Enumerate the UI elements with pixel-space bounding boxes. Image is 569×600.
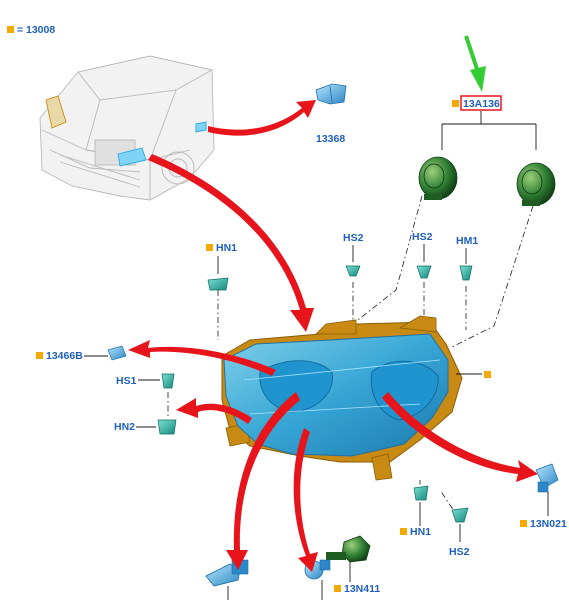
fastener-hs2-a: HS2 xyxy=(343,232,364,277)
callout-13N021: 13N021 xyxy=(520,463,567,530)
label-hs1: HS1 xyxy=(116,375,137,387)
bulb-holder-left xyxy=(418,156,458,200)
legend-marker xyxy=(7,26,14,33)
fastener-hn1-top: HN1 xyxy=(206,242,237,291)
legend-value: 13008 xyxy=(26,24,55,36)
label-hs2-b: HS2 xyxy=(412,231,433,243)
headlamp-assembly xyxy=(221,315,491,481)
housing-tab-bottom xyxy=(371,453,393,481)
label-hn1-bottom: HN1 xyxy=(410,526,431,538)
bulb-lower-left xyxy=(205,559,249,600)
marker-housing xyxy=(484,371,491,378)
housing-tab-top-left xyxy=(315,319,357,335)
label-hs2-bottom: HS2 xyxy=(449,546,470,558)
marker-13N411 xyxy=(334,585,341,592)
fastener-hn2: HN2 xyxy=(114,419,177,435)
explosion-arrows xyxy=(128,100,538,572)
vehicle-front-view xyxy=(39,55,215,201)
marker-hn1-top xyxy=(206,244,213,251)
bulb-holder-right xyxy=(516,162,556,206)
highlight-box xyxy=(460,95,502,111)
fastener-hs2-b: HS2 xyxy=(412,231,433,279)
marker-hn1-bottom xyxy=(400,528,407,535)
callout-13466B: 13466B xyxy=(36,345,127,362)
label-13N411: 13N411 xyxy=(344,583,380,595)
legend: = 13008 xyxy=(7,24,55,36)
marker-13A136 xyxy=(452,100,459,107)
label-13368: 13368 xyxy=(316,133,345,145)
callout-13A136: 13A136 xyxy=(452,95,502,111)
label-hn1-top: HN1 xyxy=(216,242,237,254)
leader-13A136 xyxy=(441,111,537,150)
green-pointer-arrow xyxy=(464,35,486,92)
label-hs2-a: HS2 xyxy=(343,232,364,244)
label-hm1: HM1 xyxy=(456,235,478,247)
callout-13N411: 13N411 xyxy=(304,535,380,600)
fastener-hn1-bottom: HN1 xyxy=(400,485,431,538)
part-13368-bracket xyxy=(315,83,347,105)
label-13N021: 13N021 xyxy=(530,518,567,530)
label-13466B: 13466B xyxy=(46,350,83,362)
marker-13N021 xyxy=(520,520,527,527)
label-13A136: 13A136 xyxy=(463,98,500,110)
label-hn2: HN2 xyxy=(114,421,135,433)
fastener-hm1: HM1 xyxy=(456,235,478,281)
fastener-hs1: HS1 xyxy=(116,373,175,389)
marker-13466B xyxy=(36,352,43,359)
fastener-hs2-bottom: HS2 xyxy=(449,507,470,558)
legend-equals: = xyxy=(17,24,23,36)
housing-tab-top-right xyxy=(398,315,437,333)
